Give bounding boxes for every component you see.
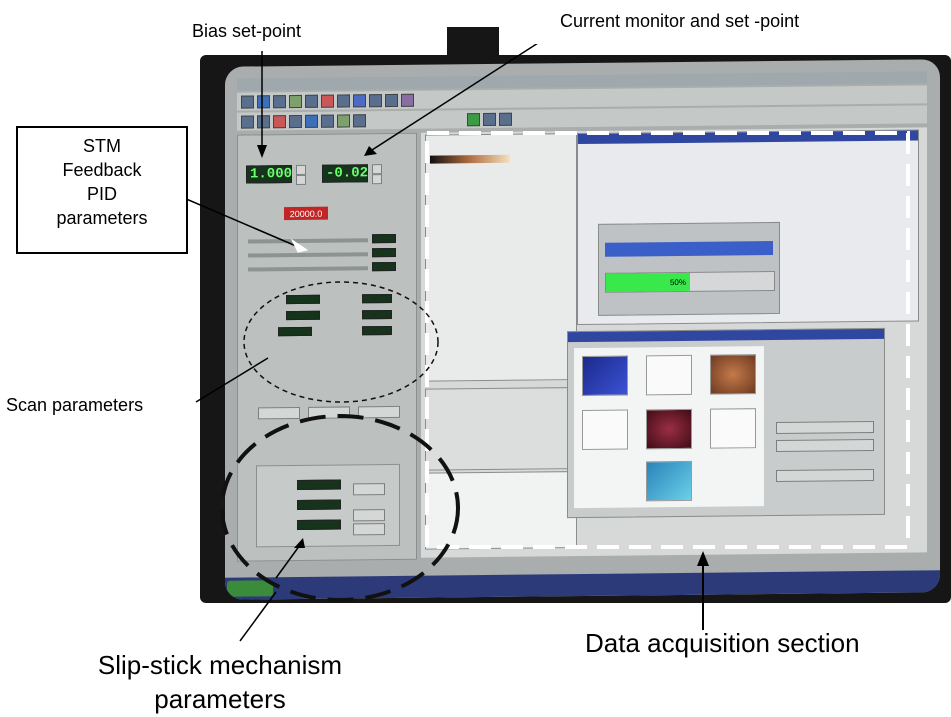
tool-icon[interactable] bbox=[273, 115, 286, 129]
tool-icon[interactable] bbox=[385, 93, 398, 108]
stm-feedback-pid-box: STM Feedback PID parameters bbox=[16, 126, 188, 254]
current-monitor-label: Current monitor and set -point bbox=[560, 11, 800, 31]
start-button[interactable] bbox=[227, 580, 273, 597]
thumbnail-scan[interactable] bbox=[646, 460, 692, 502]
thumbnail-graph[interactable] bbox=[646, 354, 692, 396]
scan-size-field[interactable] bbox=[286, 294, 320, 305]
progress-bar: 50% bbox=[605, 270, 775, 293]
thumbnail-image[interactable] bbox=[582, 355, 628, 397]
view-panel-window bbox=[567, 327, 885, 519]
progress-message bbox=[605, 241, 773, 257]
current-label-backdrop bbox=[499, 0, 951, 44]
tool-icon[interactable] bbox=[305, 114, 318, 128]
stm-label-line-1: STM bbox=[83, 136, 121, 156]
slip-stick-group bbox=[256, 463, 400, 548]
bias-setpoint-label: Bias set-point bbox=[192, 21, 302, 41]
progress-dialog: 50% bbox=[598, 221, 780, 316]
tool-icon[interactable] bbox=[305, 94, 318, 108]
color-scale-bar bbox=[430, 154, 510, 164]
scan-offset-y-field[interactable] bbox=[362, 325, 392, 336]
tool-icon[interactable] bbox=[289, 94, 302, 109]
view-button-1[interactable] bbox=[776, 420, 874, 434]
red-value-field[interactable]: 20000.0 bbox=[284, 206, 328, 221]
view-panel-title-bar bbox=[568, 328, 884, 343]
scan-parameters-label: Scan parameters bbox=[6, 395, 144, 415]
slip-stick-label: Slip-stick mechanism parameters bbox=[70, 648, 370, 716]
slip-down-button[interactable] bbox=[353, 523, 385, 536]
pid-slider-p[interactable] bbox=[248, 238, 368, 244]
scan-angle-field[interactable] bbox=[362, 293, 392, 304]
line-profile-window bbox=[425, 387, 577, 471]
bias-up-button[interactable] bbox=[296, 164, 306, 176]
view-button-2[interactable] bbox=[776, 438, 874, 452]
scan-offset-x-field[interactable] bbox=[278, 326, 312, 337]
tool-icon[interactable] bbox=[321, 94, 334, 108]
thumbnail-profile[interactable] bbox=[710, 408, 756, 449]
scan-start-button[interactable] bbox=[258, 406, 300, 420]
tool-icon[interactable] bbox=[257, 115, 270, 129]
thumbnail-grid bbox=[574, 346, 764, 509]
scan-pause-button[interactable] bbox=[358, 405, 400, 419]
data-acquisition-area: 50% bbox=[421, 127, 927, 558]
slip-up-button[interactable] bbox=[353, 509, 385, 522]
slip-label-line-2: parameters bbox=[154, 684, 286, 714]
bias-down-button[interactable] bbox=[296, 174, 306, 186]
slip-label-line-1: Slip-stick mechanism bbox=[97, 650, 343, 680]
screen: 1.000 -0.02 20000.0 bbox=[225, 59, 940, 600]
tool-icon[interactable] bbox=[337, 94, 350, 108]
tool-icon[interactable] bbox=[241, 115, 254, 129]
current-up-button[interactable] bbox=[372, 164, 382, 175]
stm-label-line-3: PID bbox=[86, 184, 117, 204]
pid-p-value[interactable] bbox=[372, 233, 396, 244]
stm-control-panel: 1.000 -0.02 20000.0 bbox=[237, 132, 417, 562]
tool-icon[interactable] bbox=[401, 93, 414, 107]
current-down-button[interactable] bbox=[372, 174, 382, 185]
help-title-bar bbox=[578, 130, 918, 145]
pid-slider-i[interactable] bbox=[248, 252, 368, 258]
monitor-top-edge bbox=[447, 27, 499, 57]
tool-icon[interactable] bbox=[483, 112, 496, 127]
tool-icon[interactable] bbox=[241, 95, 254, 109]
slip-amplitude-field[interactable] bbox=[297, 499, 341, 510]
tool-icon[interactable] bbox=[289, 114, 302, 129]
pid-slider-d[interactable] bbox=[248, 266, 368, 272]
tool-icon[interactable] bbox=[353, 94, 366, 108]
tool-icon[interactable] bbox=[369, 94, 382, 108]
image-viewer-window bbox=[425, 133, 577, 382]
thumbnail-current-image[interactable] bbox=[646, 408, 692, 450]
thumbnail-spectroscopy[interactable] bbox=[582, 409, 628, 451]
scan-lines-field[interactable] bbox=[362, 309, 392, 320]
tool-icon[interactable] bbox=[321, 114, 334, 128]
data-acquisition-label: Data acquisition section bbox=[585, 628, 860, 658]
scan-speed-field[interactable] bbox=[286, 310, 320, 321]
thumbnail-topography[interactable] bbox=[710, 354, 756, 395]
stm-label-line-2: Feedback bbox=[62, 160, 142, 180]
tool-icon[interactable] bbox=[467, 113, 480, 127]
slip-steps-field[interactable] bbox=[297, 479, 341, 490]
tool-icon[interactable] bbox=[337, 114, 350, 128]
help-window: 50% bbox=[577, 129, 919, 326]
tool-icon[interactable] bbox=[273, 95, 286, 109]
bias-display[interactable]: 1.000 bbox=[246, 165, 292, 184]
plot-window bbox=[425, 471, 577, 550]
pid-d-value[interactable] bbox=[372, 261, 396, 272]
tool-icon[interactable] bbox=[257, 95, 270, 109]
current-display[interactable]: -0.02 bbox=[322, 164, 368, 183]
progress-fill: 50% bbox=[606, 272, 690, 292]
stm-label-line-4: parameters bbox=[56, 208, 148, 228]
pid-i-value[interactable] bbox=[372, 247, 396, 258]
slip-frequency-field[interactable] bbox=[297, 519, 341, 530]
slip-move-button[interactable] bbox=[353, 483, 385, 496]
view-button-3[interactable] bbox=[776, 468, 874, 482]
tool-icon[interactable] bbox=[499, 112, 512, 126]
tool-icon[interactable] bbox=[353, 114, 366, 128]
scan-stop-button[interactable] bbox=[308, 406, 350, 419]
